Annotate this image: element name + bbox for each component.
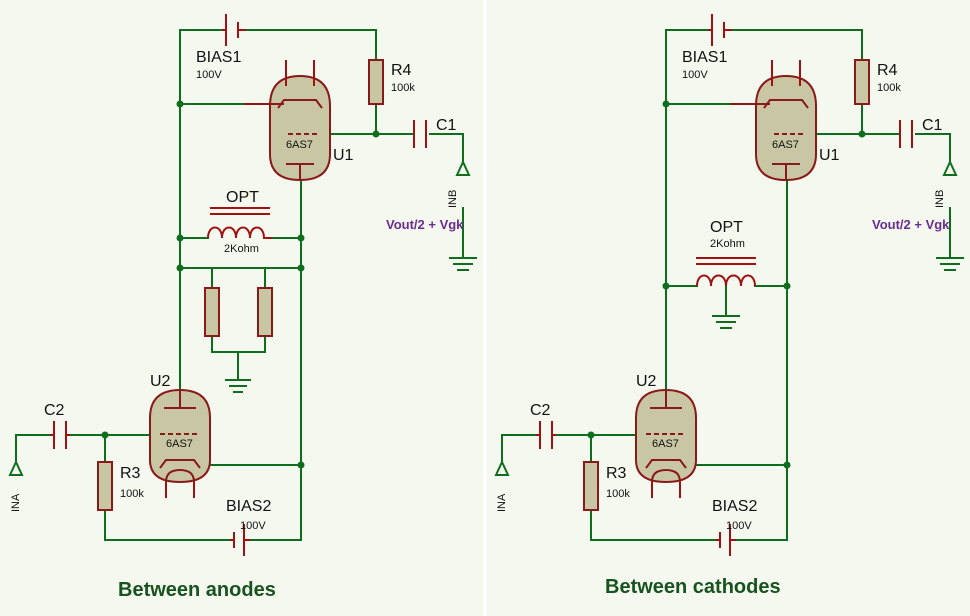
panel-divider [483,0,487,616]
r4-value-label-right: 100k [877,82,901,94]
bias2-value-label-right: 100V [726,520,752,532]
u2-tube [149,388,211,498]
opt-name-label-right: OPT [710,219,743,236]
u2-name-label-right: U2 [636,373,657,390]
bias1-value-label: 100V [196,69,222,81]
inb-probe-right [942,159,958,176]
r3-resistor-right [583,461,599,511]
c2-name-label-right: C2 [530,402,551,419]
panel-between-anodes [0,0,483,616]
bias1-battery-left [222,14,246,46]
ground-symbol-output-right [936,257,964,271]
panel-between-cathodes [487,0,970,616]
bias2-battery-right [716,524,736,556]
c1-name-label-right: C1 [922,117,943,134]
inb-probe-label: INB [447,190,459,208]
r4-name-label: R4 [391,62,412,79]
u1-tube-right [730,60,817,182]
bias2-name-label-right: BIAS2 [712,498,757,515]
bias1-battery-right [708,14,732,46]
bias1-value-label-right: 100V [682,69,708,81]
opt-name-label: OPT [226,189,259,206]
c2-capacitor-right [536,421,556,449]
bias2-battery-left [230,524,250,556]
caption-between-cathodes: Between cathodes [605,576,781,598]
c2-capacitor-left [50,421,70,449]
opt-transformer-right [696,257,756,287]
r3-value-label-right: 100k [606,488,630,500]
opt-value-label: 2Kohm [224,243,259,255]
u2-type-label-right: 6AS7 [652,438,679,450]
ina-probe-right [494,459,510,476]
divider-resistor-right [257,287,273,337]
r3-name-label-right: R3 [606,465,627,482]
u1-name-label: U1 [333,147,354,164]
r3-name-label: R3 [120,465,141,482]
ina-probe-label: INA [10,493,22,512]
u2-tube-right [635,388,697,498]
c1-capacitor-left [413,120,427,148]
u2-type-label: 6AS7 [166,438,193,450]
vout-formula-label: Vout/2 + Vgk [386,217,464,232]
r4-value-label: 100k [391,82,415,94]
wires-left [15,29,464,541]
u1-name-label-right: U1 [819,147,840,164]
bias2-name-label: BIAS2 [226,498,271,515]
r4-resistor [368,59,384,105]
bias1-name-label-right: BIAS1 [682,49,727,66]
opt-transformer-left [207,207,272,239]
ina-probe-label-right: INA [496,493,508,512]
c1-capacitor-right [899,120,913,148]
r4-resistor-right [854,59,870,105]
opt-value-label-right: 2Kohm [710,238,745,250]
wires-right [501,29,951,541]
inb-probe-label-right: INB [934,190,946,208]
caption-between-anodes: Between anodes [118,579,276,601]
r4-name-label-right: R4 [877,62,898,79]
u1-tube [244,60,331,182]
ground-symbol-mid [225,379,251,393]
u1-type-label-right: 6AS7 [772,139,799,151]
junction-dots-left [101,100,380,469]
vout-formula-label-right: Vout/2 + Vgk [872,217,950,232]
u1-type-label: 6AS7 [286,139,313,151]
junction-dots-right [587,100,866,469]
inb-probe-left [455,159,471,176]
divider-resistor-left [204,287,220,337]
ina-probe-left [8,459,24,476]
c2-name-label: C2 [44,402,65,419]
r3-resistor [97,461,113,511]
c1-name-label: C1 [436,117,457,134]
ground-symbol-opt-right [712,315,740,329]
r3-value-label: 100k [120,488,144,500]
bias2-value-label: 100V [240,520,266,532]
ground-symbol-output [449,257,477,271]
bias1-name-label: BIAS1 [196,49,241,66]
u2-name-label: U2 [150,373,171,390]
